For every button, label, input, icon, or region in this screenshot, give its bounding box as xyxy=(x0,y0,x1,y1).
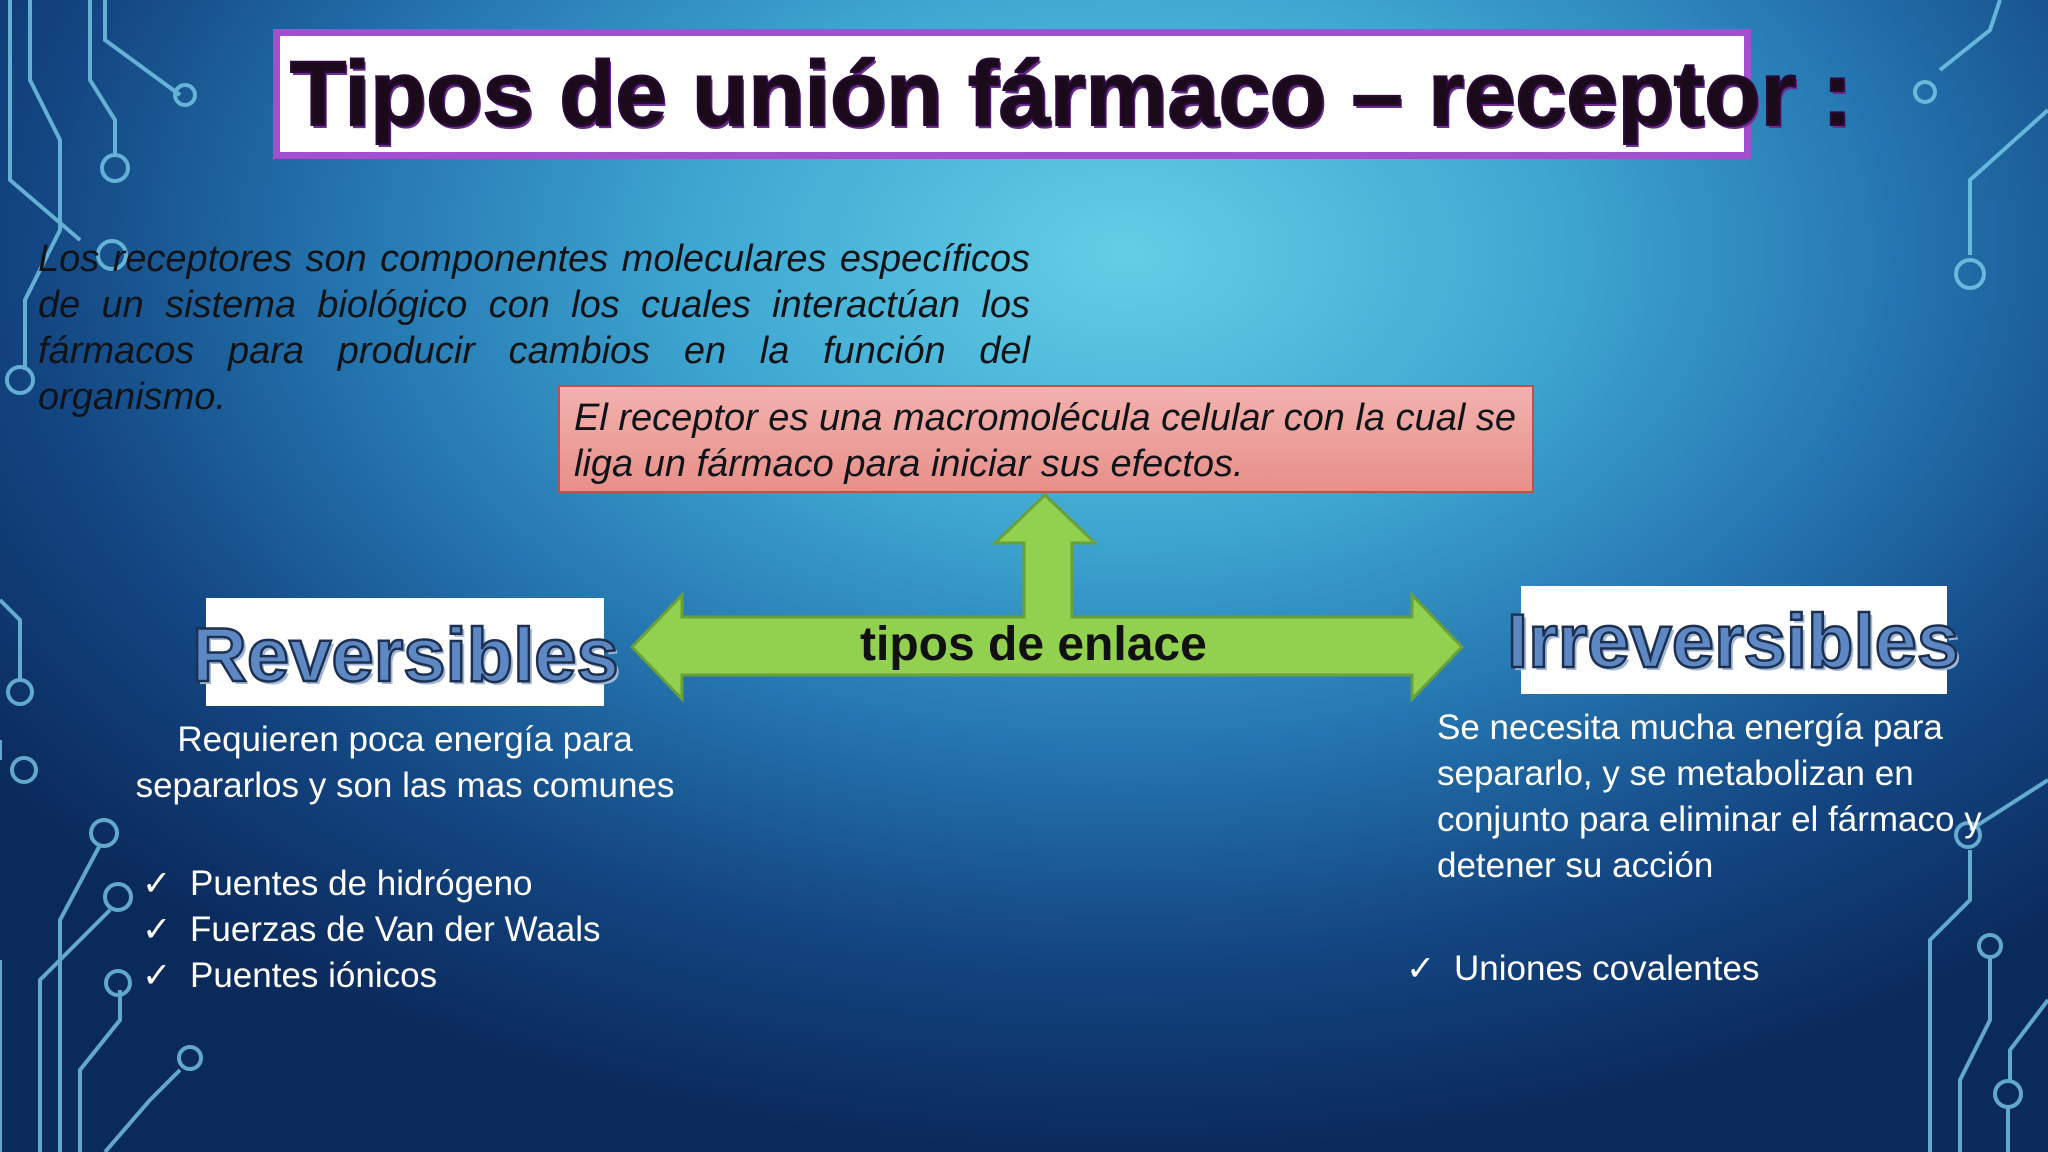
irreversible-list: ✓Uniones covalentes xyxy=(1406,946,1759,992)
check-icon: ✓ xyxy=(1406,949,1436,988)
irreversible-box xyxy=(1521,586,1947,694)
reversible-list: ✓Puentes de hidrógeno ✓Fuerzas de Van de… xyxy=(142,861,600,999)
check-icon: ✓ xyxy=(142,864,172,903)
receptor-definition-box: El receptor es una macromolécula celular… xyxy=(558,385,1534,493)
irreversible-description: Se necesita mucha energía para separarlo… xyxy=(1437,708,1982,885)
reversible-label: Reversibles xyxy=(191,612,620,700)
check-icon: ✓ xyxy=(142,956,172,995)
list-item: ✓Puentes de hidrógeno xyxy=(142,861,600,907)
irreversible-label: Irreversibles xyxy=(1506,598,1961,686)
reversible-description: Requieren poca energía para separarlos y… xyxy=(135,720,675,805)
arrow-label: tipos de enlace xyxy=(860,618,1207,671)
list-item: ✓Fuerzas de Van der Waals xyxy=(142,907,600,953)
title-frame xyxy=(273,29,1751,159)
list-item: ✓Uniones covalentes xyxy=(1406,946,1759,992)
tri-arrow-shape xyxy=(629,492,1465,703)
reversible-box xyxy=(206,598,604,706)
list-item: ✓Puentes iónicos xyxy=(142,953,600,999)
slide-title: Tipos de unión fármaco – receptor : xyxy=(289,42,1854,146)
intro-paragraph: Los receptores son componentes molecular… xyxy=(38,238,1030,418)
check-icon: ✓ xyxy=(142,910,172,949)
